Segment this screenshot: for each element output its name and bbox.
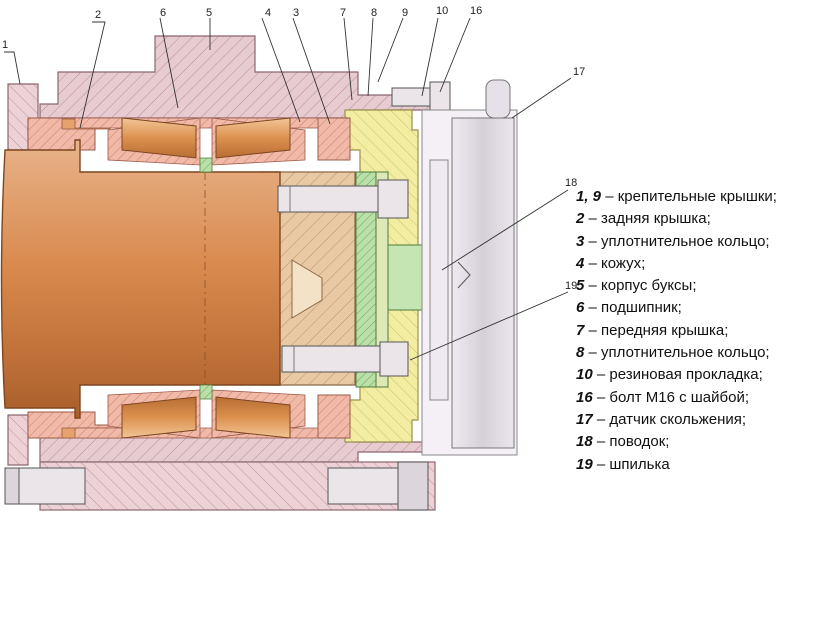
legend-text: – поводок; — [592, 433, 670, 451]
legend-text: – задняя крышка; — [584, 210, 711, 228]
legend-text: – корпус буксы; — [584, 277, 697, 295]
legend-text: – датчик скольжения; — [592, 410, 747, 428]
end-plate — [261, 171, 356, 386]
legend-item: 16 – болт М16 с шайбой; — [576, 387, 777, 409]
callout-4: 4 — [265, 7, 271, 19]
bolt-bottom-left — [4, 467, 86, 505]
legend-text: – уплотнительное кольцо; — [584, 344, 770, 362]
legend-text: – резиновая прокладка; — [592, 366, 763, 384]
callout-8: 8 — [371, 7, 377, 19]
legend-number: 19 — [576, 455, 593, 473]
legend-number: 8 — [576, 344, 585, 362]
legend-number: 16 — [576, 388, 593, 406]
bolt-bottom-right — [327, 461, 429, 511]
bolt-upper — [277, 179, 409, 219]
legend-text: – крепительные крышки; — [601, 188, 777, 205]
driver-plate — [355, 171, 449, 388]
legend-number: 17 — [576, 410, 593, 428]
callout-1: 1 — [2, 39, 8, 51]
legend-number: 6 — [576, 299, 585, 317]
callout-3: 3 — [293, 7, 299, 19]
legend-item: 3 – уплотнительное кольцо; — [576, 231, 777, 253]
legend-number: 1, 9 — [576, 188, 602, 205]
legend-item: 10 – резиновая прокладка; — [576, 364, 777, 386]
callout-10: 10 — [436, 5, 448, 17]
callout-6: 6 — [160, 7, 166, 19]
legend-item: 4 – кожух; — [576, 253, 777, 275]
legend-number: 10 — [576, 366, 593, 384]
legend-item: 5 – корпус буксы; — [576, 275, 777, 297]
slip-sensor — [421, 79, 518, 456]
legend-number: 4 — [576, 254, 585, 272]
legend-number: 18 — [576, 433, 593, 451]
legend-number: 5 — [576, 277, 585, 295]
legend-number: 2 — [576, 210, 585, 228]
callout-5: 5 — [206, 7, 212, 19]
callout-19: 19 — [565, 280, 577, 292]
leader-lines — [4, 17, 572, 361]
legend-item: 17 – датчик скольжения; — [576, 409, 777, 431]
legend-text: – уплотнительное кольцо; — [584, 232, 770, 250]
legend-number: 7 — [576, 321, 585, 339]
bearing-top — [74, 117, 319, 173]
housing-body — [39, 35, 436, 511]
callout-2: 2 — [95, 9, 101, 21]
bolt-m16 — [391, 81, 451, 113]
legend-text: – шпилька — [592, 455, 670, 473]
legend-text: – болт М16 с шайбой; — [592, 388, 750, 406]
legend-item: 2 – задняя крышка; — [576, 208, 777, 230]
legend-text: – подшипник; — [584, 299, 682, 317]
legend-number: 3 — [576, 232, 585, 250]
callout-18: 18 — [565, 177, 577, 189]
legend-text: – кожух; — [584, 254, 646, 272]
legend-text: – передняя крышка; — [584, 321, 729, 339]
callout-16: 16 — [470, 5, 482, 17]
axle — [0, 139, 281, 419]
legend-item: 19 – шпилька — [576, 454, 777, 476]
legend-item: 8 – уплотнительное кольцо; — [576, 342, 777, 364]
callout-9: 9 — [402, 7, 408, 19]
callout-17: 17 — [573, 66, 585, 78]
parts-legend: 1, 9 – крепительные крышки; 2 – задняя к… — [576, 186, 777, 476]
bolt-lower — [281, 341, 409, 377]
bearing-bottom — [74, 384, 319, 439]
legend-item: 6 – подшипник; — [576, 297, 777, 319]
legend-item: 7 – передняя крышка; — [576, 320, 777, 342]
legend-item: 1, 9 – крепительные крышки; — [576, 186, 777, 208]
callout-7: 7 — [340, 7, 346, 19]
legend-item: 18 – поводок; — [576, 431, 777, 453]
